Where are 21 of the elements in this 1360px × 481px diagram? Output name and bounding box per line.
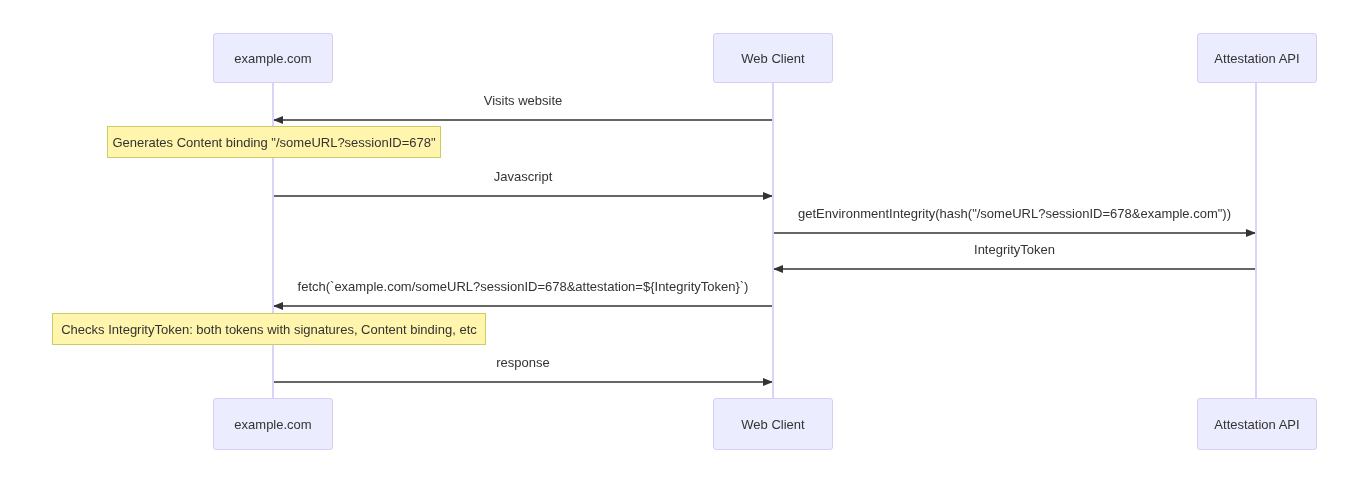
edge-label: getEnvironmentIntegrity(hash("/someURL?sessionID=678&example.com")) (796, 206, 1233, 221)
message-arrow (273, 378, 773, 386)
edge-label: Visits website (481, 93, 565, 108)
note-box: Generates Content binding "/someURL?sessionID=678" (107, 126, 441, 158)
edge-label: IntegrityToken (972, 242, 1057, 257)
edge-label: Javascript (491, 169, 555, 184)
edge-label: fetch(`example.com/someURL?sessionID=678&attestation=${IntegrityToken}`) (295, 279, 751, 294)
message-arrow (773, 265, 1256, 273)
message-arrow (273, 302, 773, 310)
participant-box: Attestation API (1197, 33, 1317, 83)
lifeline (1255, 83, 1257, 398)
message-arrow (273, 116, 773, 124)
participant-box: Web Client (713, 398, 833, 450)
message-arrow (273, 192, 773, 200)
lifeline (772, 83, 774, 398)
participant-box: example.com (213, 33, 333, 83)
note-box: Checks IntegrityToken: both tokens with signatures, Content binding, etc (52, 313, 486, 345)
participant-box: Attestation API (1197, 398, 1317, 450)
participant-box: example.com (213, 398, 333, 450)
participant-box: Web Client (713, 33, 833, 83)
message-arrow (773, 229, 1256, 237)
